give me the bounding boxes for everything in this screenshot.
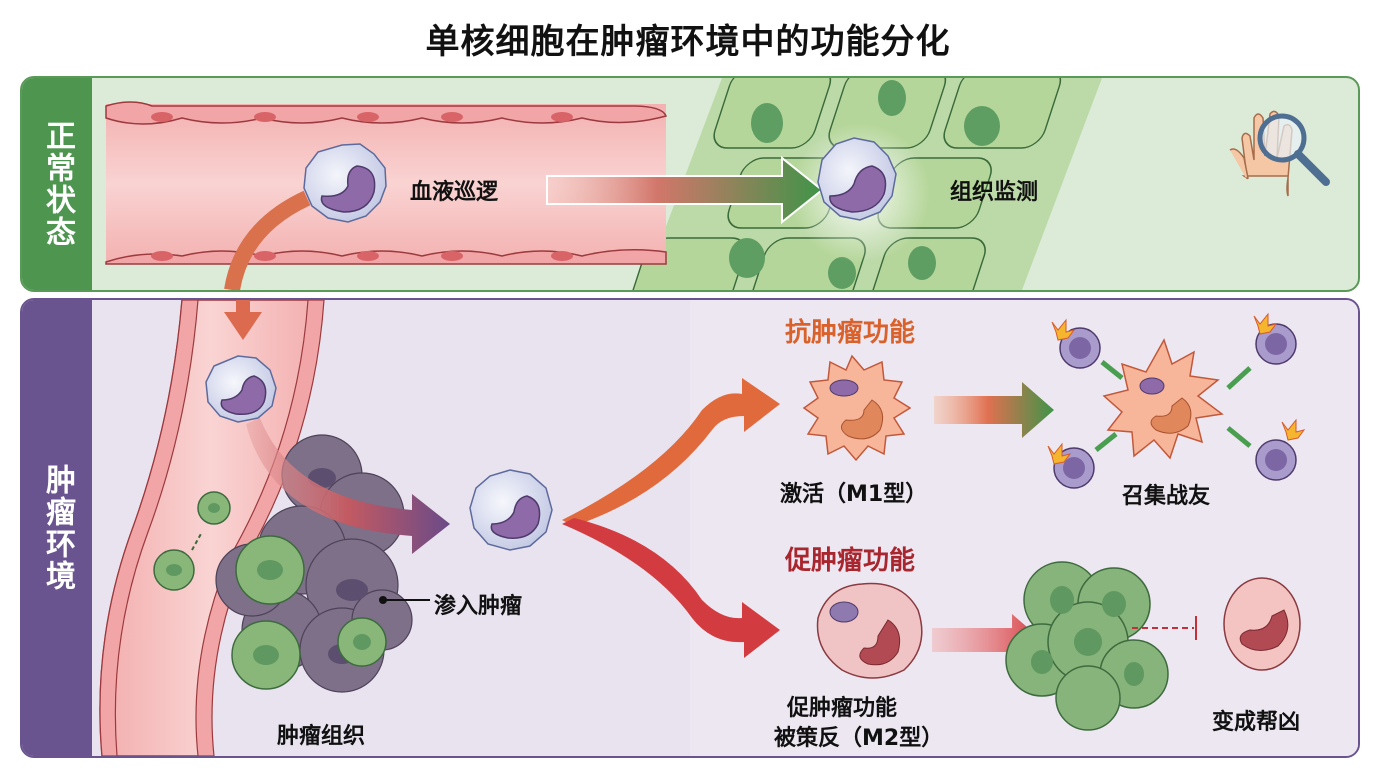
recruit-arrows xyxy=(1094,360,1252,452)
tumor-tissue-label: 肿瘤组织 xyxy=(277,724,366,749)
monocyte-infiltrated xyxy=(469,469,553,551)
m2-macrophage xyxy=(816,582,923,679)
branch-arrow-pro-tumor xyxy=(562,518,780,658)
burst-icons xyxy=(1047,312,1306,465)
monocyte-blood xyxy=(303,143,387,223)
normal-state-illustration xyxy=(105,78,1330,290)
branch-arrow-anti-tumor xyxy=(562,378,780,526)
normal-state-side-label: 正常状态 xyxy=(22,78,92,290)
monocyte-circulating xyxy=(205,355,277,423)
infiltration-arrow xyxy=(246,418,450,554)
m1-recruiter-macrophage xyxy=(1102,338,1224,460)
tumor-environment-panel: 肿瘤环境 渗入肿瘤 肿瘤组织 抗肿瘤功能 激活（M1型） 召集战友 促肿瘤功能 … xyxy=(20,298,1360,758)
accomplice-cell xyxy=(1223,577,1301,671)
m2-caption-line2: 被策反（M2型） xyxy=(774,726,944,751)
m1-activation-label: 激活（M1型） xyxy=(780,482,928,507)
infiltrate-pointer xyxy=(379,596,430,604)
tissue-monitor-label: 组织监测 xyxy=(950,180,1039,205)
infiltrate-label: 渗入肿瘤 xyxy=(434,594,523,619)
accomplice-label: 变成帮凶 xyxy=(1212,710,1301,735)
normal-state-panel: 正常状态 血液巡逻 组织监测 xyxy=(20,76,1360,292)
m2-caption-line1: 促肿瘤功能 xyxy=(787,696,898,721)
entry-arrow xyxy=(224,300,262,340)
blood-patrol-label: 血液巡逻 xyxy=(410,180,499,205)
hand-magnifier-icon xyxy=(1229,110,1330,197)
m1-macrophage xyxy=(802,354,912,462)
tumor-environment-illustration xyxy=(99,300,1358,756)
diagram-title: 单核细胞在肿瘤环境中的功能分化 xyxy=(425,22,951,62)
pro-tumor-header: 促肿瘤功能 xyxy=(785,546,916,576)
recruit-allies-label: 召集战友 xyxy=(1122,484,1211,509)
patrol-to-tissue-arrow xyxy=(546,155,824,225)
extravasation-arrow xyxy=(224,190,311,290)
anti-tumor-header: 抗肿瘤功能 xyxy=(785,318,916,348)
monocyte-tissue xyxy=(817,137,897,221)
tumor-environment-side-label: 肿瘤环境 xyxy=(22,300,92,756)
m1-to-recruit-arrow xyxy=(934,382,1054,438)
